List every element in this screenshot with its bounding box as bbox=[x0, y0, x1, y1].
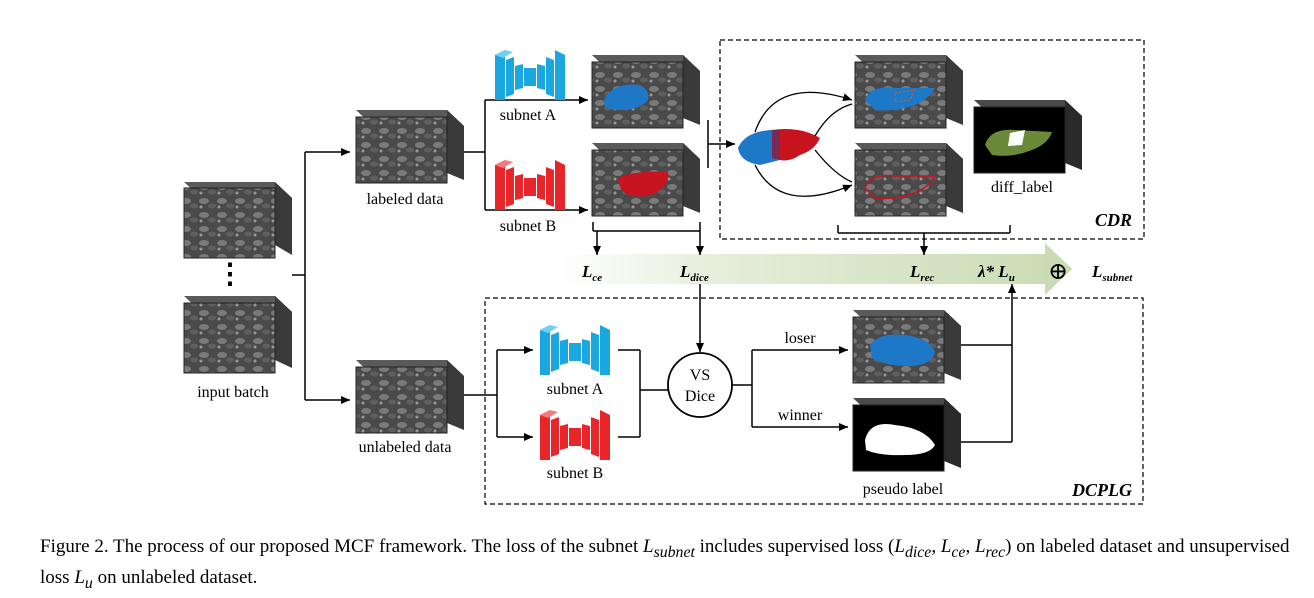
diff-label-text: diff_label bbox=[991, 179, 1053, 196]
ct-volume-pseudo-label bbox=[852, 398, 961, 472]
cdr-title: CDR bbox=[1095, 210, 1132, 230]
input-split-arrows bbox=[292, 148, 350, 404]
loss-band-arrow bbox=[560, 243, 1072, 295]
loss-dice: Ldice bbox=[679, 262, 709, 284]
loss-lambda-u: λ* Lu bbox=[977, 262, 1015, 284]
oplus-icon: ⊕ bbox=[1048, 259, 1068, 285]
mcf-framework-diagram: ⋮ input batch labeled data unlabeled dat… bbox=[183, 39, 1145, 505]
ct-volume-cdr-b bbox=[854, 143, 963, 217]
labeled-data-label: labeled data bbox=[367, 191, 444, 208]
loser-label: loser bbox=[784, 330, 816, 347]
subnet-b-label-bottom: subnet B bbox=[547, 465, 603, 482]
unsupervised-loss-arrows bbox=[961, 284, 1016, 443]
ct-volume-output-b bbox=[591, 143, 700, 217]
ct-volume-output-a bbox=[591, 55, 700, 129]
ct-volume-unlabeled bbox=[355, 360, 464, 434]
loss-subnet: Lsubnet bbox=[1091, 262, 1133, 284]
merged-mask bbox=[738, 129, 820, 165]
supervised-loss-arrows bbox=[592, 222, 704, 255]
vs-dice-node bbox=[667, 352, 733, 418]
subnet-b-icon-bottom bbox=[540, 410, 610, 460]
subnet-a-label-top: subnet A bbox=[500, 107, 557, 124]
subnet-a-icon-bottom bbox=[540, 325, 610, 375]
winner-label: winner bbox=[778, 407, 823, 424]
dice-label: Dice bbox=[685, 388, 715, 405]
figure-caption: Figure 2. The process of our proposed MC… bbox=[40, 536, 1290, 592]
subnet-a-label-bottom: subnet A bbox=[547, 381, 604, 398]
ct-volume-input-2 bbox=[183, 296, 292, 374]
pseudo-label-text: pseudo label bbox=[863, 481, 944, 498]
input-batch-label: input batch bbox=[197, 384, 269, 401]
vs-output-arrows bbox=[732, 346, 848, 431]
diff-label-volume bbox=[973, 100, 1082, 174]
subnet-b-icon-top bbox=[495, 160, 565, 210]
unlabeled-data-label: unlabeled data bbox=[359, 439, 452, 456]
dcplg-title: DCPLG bbox=[1071, 480, 1132, 500]
cdr-curve-arrows bbox=[754, 91, 853, 197]
cdr-input-bracket bbox=[707, 120, 735, 168]
dcplg-box bbox=[484, 297, 1144, 505]
subnet-a-icon-top bbox=[495, 50, 565, 100]
unlabeled-branch-arrows bbox=[464, 346, 533, 441]
loss-ce: Lce bbox=[581, 262, 602, 284]
ct-volume-input-1 bbox=[183, 182, 292, 259]
vs-label: VS bbox=[690, 367, 710, 384]
subnet-b-label-top: subnet B bbox=[500, 218, 556, 235]
input-dots: ⋮ bbox=[216, 259, 244, 290]
ct-volume-labeled bbox=[355, 110, 464, 184]
loss-rec: Lrec bbox=[909, 262, 935, 284]
ct-volume-loser bbox=[852, 310, 961, 384]
cdr-box bbox=[719, 39, 1145, 240]
cdr-output-bracket bbox=[837, 225, 1011, 255]
ct-volume-cdr-a bbox=[854, 55, 963, 129]
subnets-to-vs-lines bbox=[618, 349, 668, 438]
